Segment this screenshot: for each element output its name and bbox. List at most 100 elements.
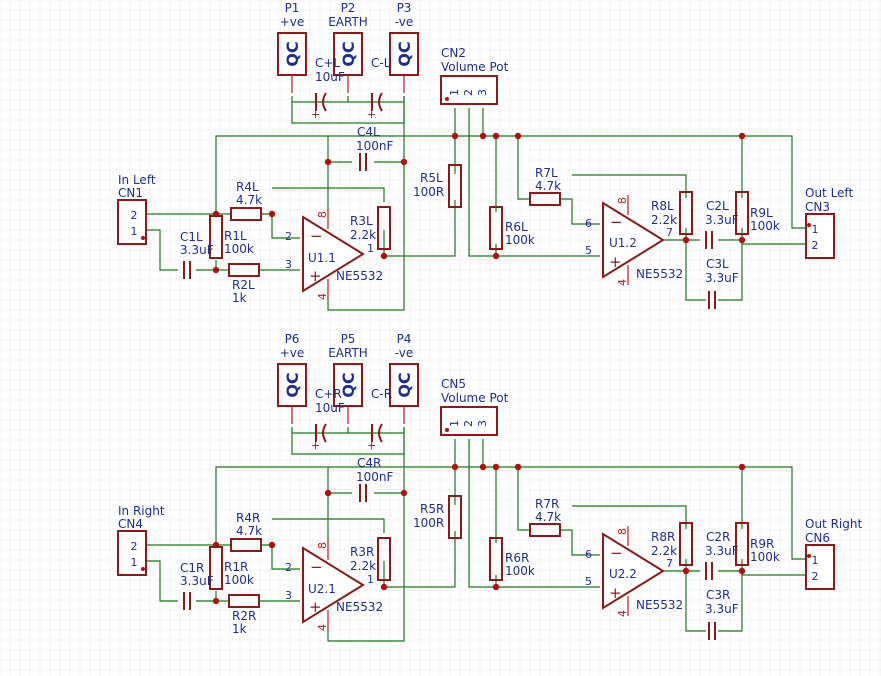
- pin-number: 5: [585, 244, 592, 257]
- pin-number: 2: [462, 420, 475, 427]
- pin1-marker: [807, 554, 811, 558]
- resistor-value: 1k: [232, 291, 247, 305]
- resistor-ref: R5R: [420, 502, 444, 516]
- resistor: [735, 191, 749, 235]
- input-connector-body: [117, 199, 147, 245]
- opamp-ref: U2.1: [308, 582, 336, 596]
- wire: [517, 136, 529, 200]
- connector-label: +ve: [280, 346, 305, 360]
- opamp-triangle: [302, 215, 365, 293]
- wire: [272, 518, 385, 533]
- wire: [327, 96, 405, 311]
- wire: [468, 439, 600, 588]
- pin-number: 1: [367, 573, 374, 586]
- connector-label: -ve: [395, 15, 414, 29]
- resistor-ref: R7R: [535, 497, 559, 511]
- cap-value: 3.3uF: [705, 602, 739, 616]
- pin-number: 7: [666, 557, 673, 570]
- resistor: [230, 538, 262, 552]
- cap-ref: C4L: [357, 125, 380, 139]
- junction-dot: [479, 132, 487, 140]
- cap-value: 10uF: [315, 70, 345, 84]
- pin-number: 1: [812, 223, 819, 236]
- cap-value: 3.3uF: [180, 574, 214, 588]
- cap-ref: C4R: [357, 456, 381, 470]
- resistor: [228, 263, 260, 277]
- wire: [572, 505, 687, 529]
- wire: [561, 198, 600, 225]
- resistor-ref: R2L: [232, 278, 255, 292]
- pin-number: 2: [812, 570, 819, 583]
- junction-dot: [492, 463, 500, 471]
- resistor: [529, 192, 561, 206]
- connector-ref: CN3: [805, 200, 830, 214]
- junction-dot: [682, 567, 690, 575]
- junction-dot: [738, 132, 746, 140]
- resistor-value: 4.7k: [535, 510, 561, 524]
- junction-dot: [380, 252, 388, 260]
- resistor-value: 100k: [224, 242, 254, 256]
- junction-dot: [400, 158, 408, 166]
- pin-number: 3: [285, 589, 292, 602]
- pin-number: 4: [316, 293, 329, 300]
- pin1-marker: [141, 567, 145, 571]
- cap-value: 3.3uF: [705, 213, 739, 227]
- resistor-ref: R4R: [236, 511, 260, 525]
- wire: [468, 108, 600, 257]
- output-connector-body: [805, 213, 835, 259]
- opamp-plus-sign: +: [609, 253, 622, 271]
- junction-dot: [400, 489, 408, 497]
- wire: [146, 229, 178, 271]
- wire: [196, 591, 217, 602]
- pin-number: 2: [285, 230, 292, 243]
- wire: [660, 239, 706, 301]
- cap-ref: C2R: [706, 530, 730, 544]
- resistor: [448, 164, 462, 208]
- junction-dot: [514, 132, 522, 140]
- connector-ref: P2: [341, 1, 356, 15]
- opamp-ref: U2.2: [609, 567, 637, 581]
- wire: [718, 239, 806, 245]
- resistor: [489, 206, 503, 250]
- wire: [572, 174, 687, 198]
- pot-connector-body: [440, 406, 498, 436]
- cap-ref: C-R: [371, 387, 392, 401]
- pin1-marker: [807, 223, 811, 227]
- cap-ref: C+R: [315, 387, 342, 401]
- pin-number: 1: [367, 242, 374, 255]
- opamp-minus-sign: −: [310, 558, 323, 576]
- resistor: [209, 546, 223, 590]
- opamp-minus-sign: −: [610, 213, 623, 231]
- quick-connect-mark: QC: [395, 41, 414, 66]
- wire: [517, 467, 529, 531]
- quick-connect-body: [277, 32, 307, 76]
- connector-ref: P5: [341, 332, 356, 346]
- quick-connect-body: [389, 363, 419, 407]
- pin-number: 8: [616, 528, 629, 535]
- wire: [215, 135, 806, 229]
- connector-name: Out Right: [805, 517, 862, 531]
- connector-ref: P6: [285, 332, 300, 346]
- junction-dot: [451, 463, 459, 471]
- junction-dot: [451, 132, 459, 140]
- cap-ref: C2L: [706, 199, 729, 213]
- resistor-value: 100R: [413, 185, 444, 199]
- resistor-value: 2.2k: [651, 213, 677, 227]
- quick-connect-body: [333, 32, 363, 76]
- channel-left: QCP1+veQCP2EARTHQCP3-ve++C+L10uFC-LC4L10…: [117, 1, 853, 311]
- opamp-ref: U1.1: [308, 251, 336, 265]
- opamp-part: NE5532: [336, 600, 383, 614]
- resistor: [679, 191, 693, 235]
- pin-number: 2: [812, 239, 819, 252]
- pin-number: 2: [285, 561, 292, 574]
- resistor-ref: R1R: [224, 560, 248, 574]
- resistor: [448, 495, 462, 539]
- quick-connect-mark: QC: [283, 372, 302, 397]
- pin-number: 3: [285, 258, 292, 271]
- cap-value: 3.3uF: [180, 243, 214, 257]
- wire: [718, 228, 743, 301]
- connector-label: -ve: [395, 346, 414, 360]
- wire: [146, 560, 178, 602]
- resistor-ref: R9R: [750, 537, 774, 551]
- junction-dot: [738, 567, 746, 575]
